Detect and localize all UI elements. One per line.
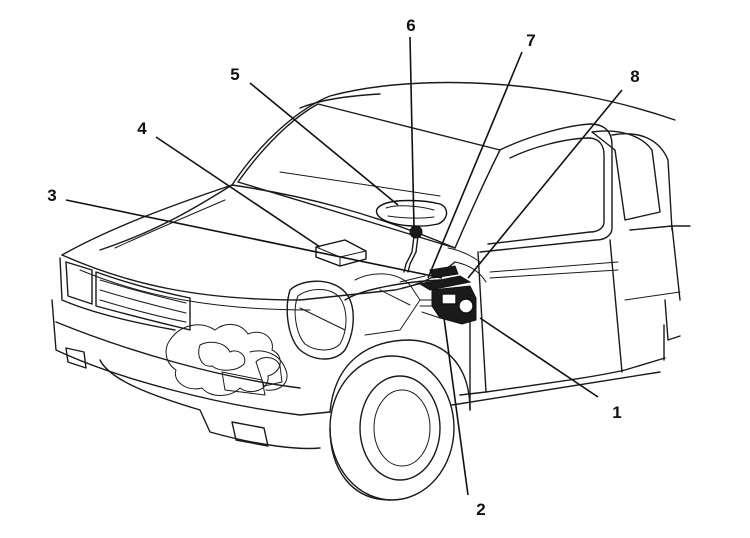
callout-leaders (65, 36, 623, 496)
leader-8 (467, 89, 623, 279)
sensor-assembly (403, 225, 423, 273)
callout-2: 2 (476, 500, 485, 519)
leader-5 (249, 82, 399, 206)
callout-1: 1 (612, 403, 621, 422)
leader-6 (409, 36, 415, 229)
callout-4: 4 (137, 119, 147, 138)
callout-6: 6 (406, 16, 415, 35)
leader-4 (155, 136, 321, 248)
instrument-cluster (375, 199, 448, 227)
callout-numbers: 1 2 3 4 5 6 7 8 (47, 16, 639, 519)
leader-2 (443, 317, 469, 496)
callout-8: 8 (630, 67, 639, 86)
leader-7 (427, 51, 523, 279)
leader-3 (65, 199, 443, 279)
callout-7: 7 (526, 31, 535, 50)
callout-5: 5 (230, 65, 239, 84)
callout-3: 3 (47, 186, 56, 205)
leader-1 (479, 317, 599, 398)
brake-actuator-cluster (418, 265, 477, 325)
truck-illustration (51, 81, 691, 501)
